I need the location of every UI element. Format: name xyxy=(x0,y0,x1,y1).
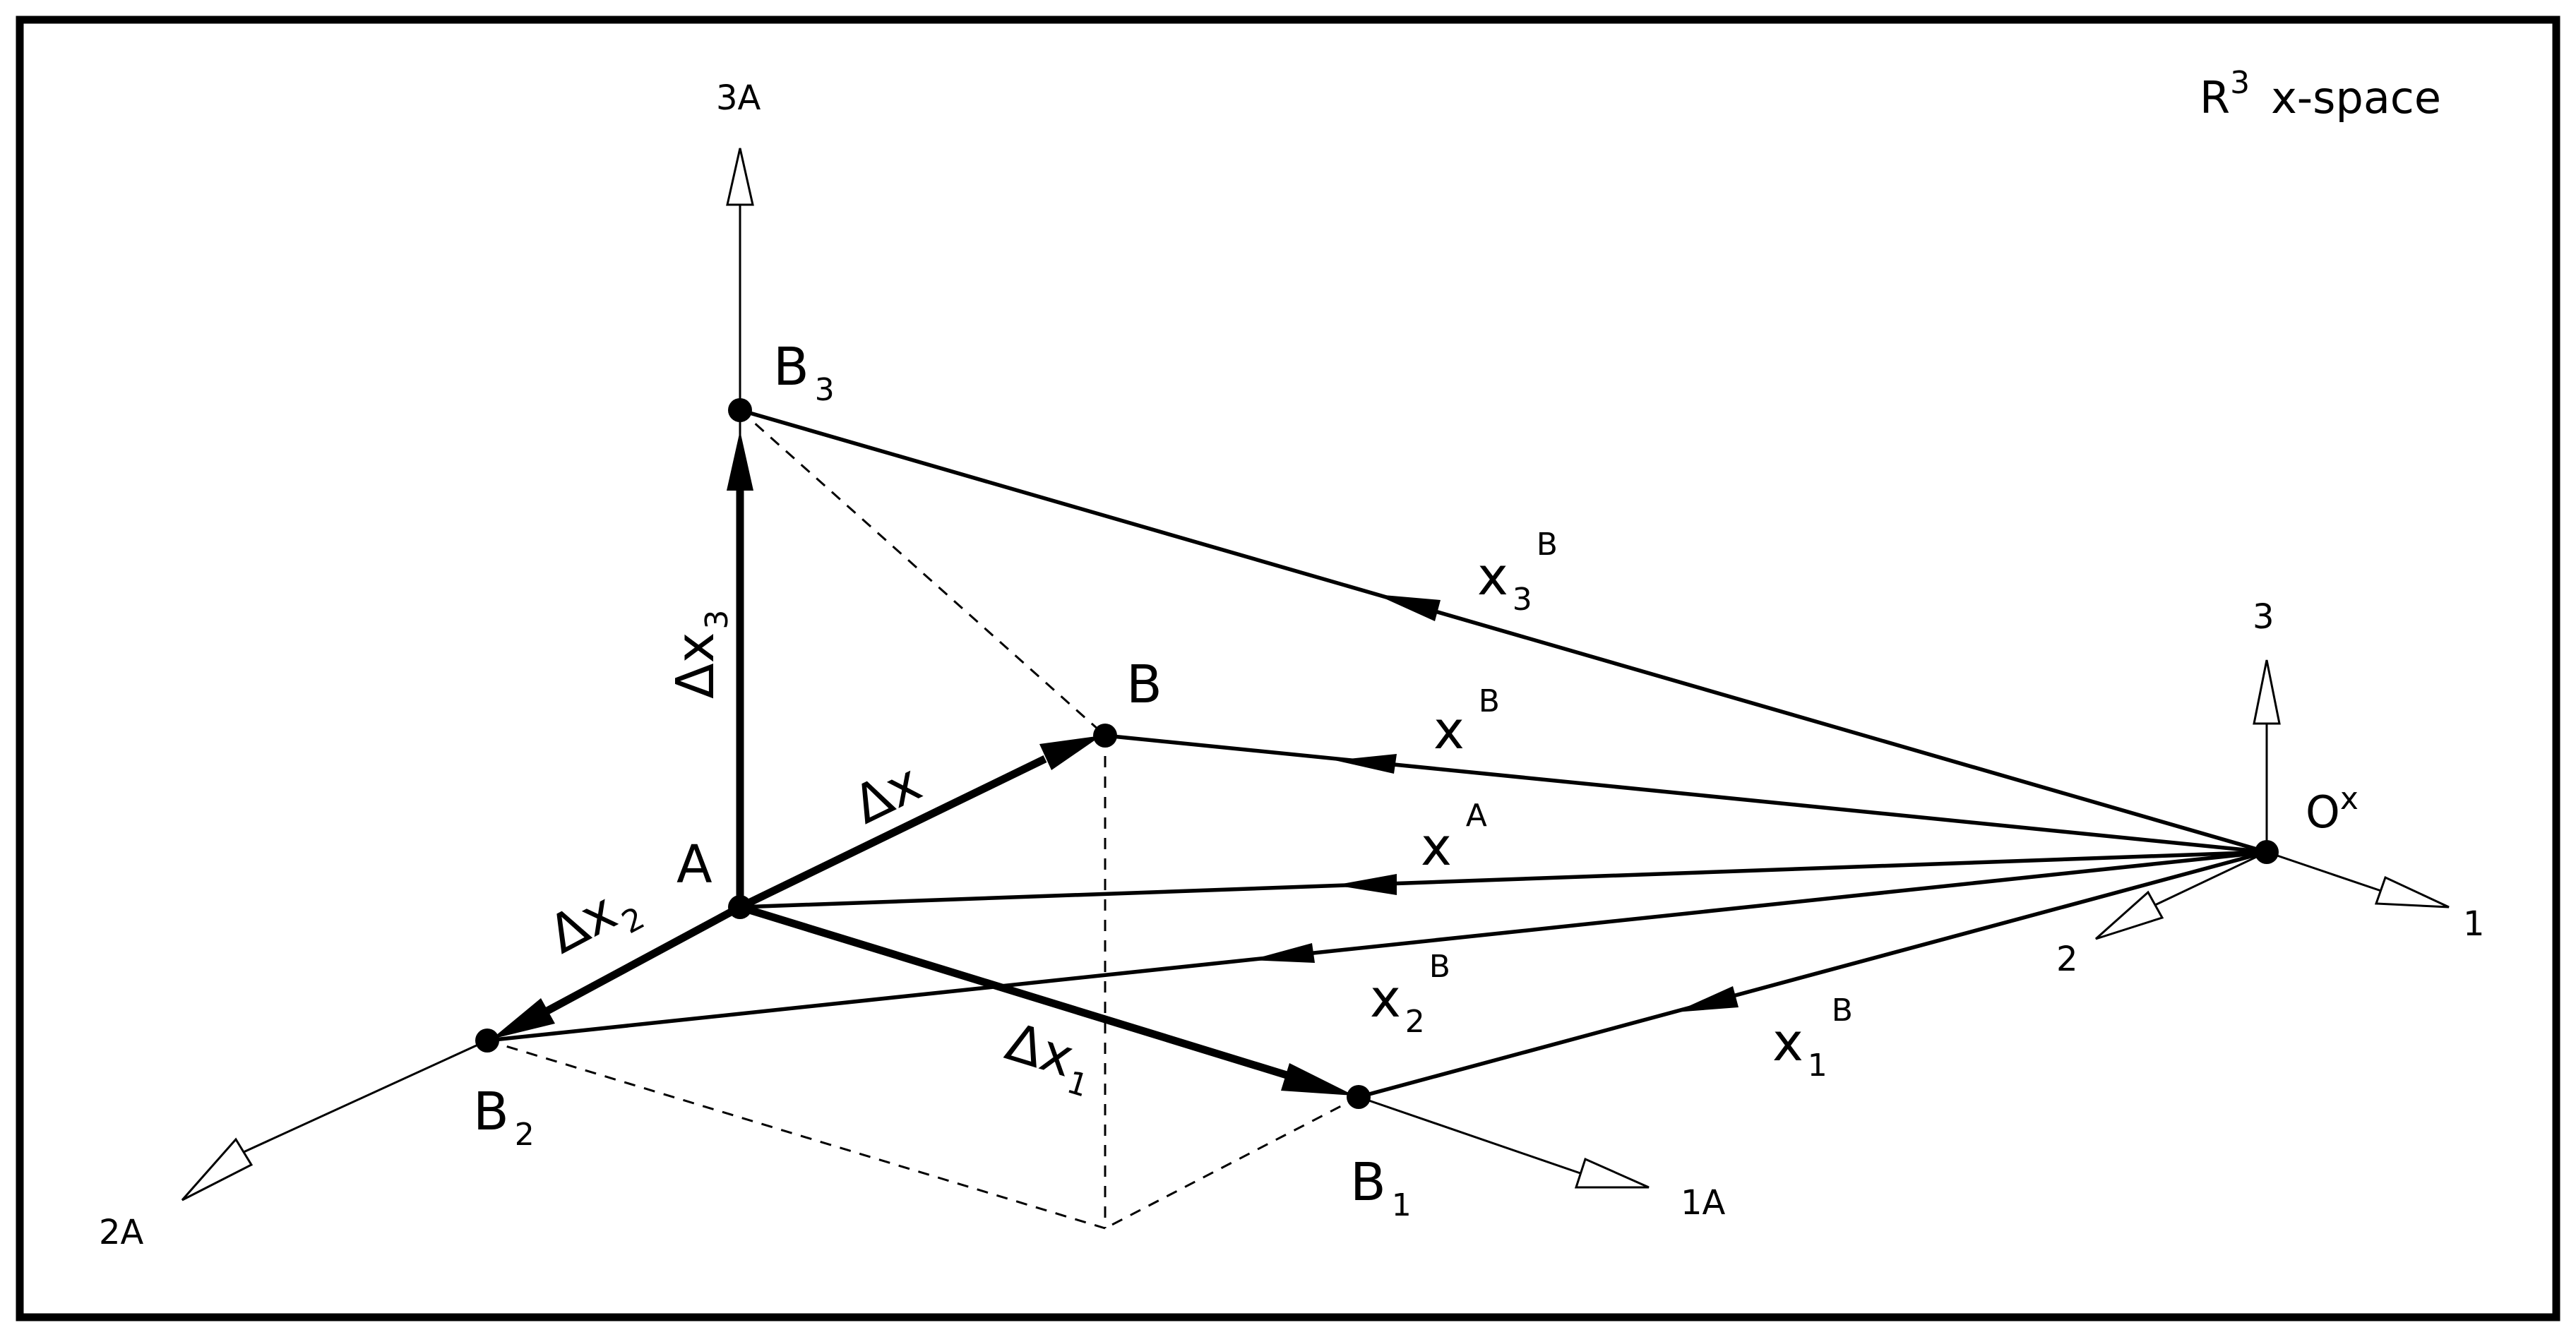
label-axis-2: 2 xyxy=(2056,940,2078,979)
axis-2-line xyxy=(2154,851,2267,906)
axis-3-arrowhead xyxy=(2253,659,2281,725)
vector-xb xyxy=(1104,733,2267,854)
label-axis-1a: 1A xyxy=(1681,1183,1726,1223)
point-origin xyxy=(2255,840,2279,864)
axes-at-a xyxy=(181,148,1650,1201)
vector-dx1 xyxy=(739,903,1295,1081)
axis-1-line xyxy=(2266,851,2382,892)
construction-lines xyxy=(487,409,1359,1230)
label-axis-3: 3 xyxy=(2253,597,2274,637)
dash-b1-foot xyxy=(1104,1096,1359,1230)
point-b2 xyxy=(475,1029,499,1053)
axis-3a-arrowhead xyxy=(726,148,754,206)
vector-dx2 xyxy=(545,904,742,1014)
vector-x1b xyxy=(1358,850,2267,1099)
axis-1a-line xyxy=(1358,1096,1581,1175)
axis-1a-arrowhead xyxy=(1574,1157,1650,1189)
point-b3 xyxy=(728,398,752,422)
vector-dx2-arrow xyxy=(491,998,555,1039)
label-axis-2a: 2A xyxy=(99,1213,144,1252)
label-xa: xA xyxy=(1421,798,1487,877)
axis-2-arrowhead xyxy=(2095,890,2164,940)
points xyxy=(475,398,2279,1109)
position-vectors xyxy=(487,408,2267,1099)
point-b xyxy=(1093,724,1117,748)
vector-x3b-arrow xyxy=(1376,594,1441,621)
point-a xyxy=(728,895,752,919)
axis-1-arrowhead xyxy=(2374,875,2450,909)
axis-2a-arrowhead xyxy=(181,1137,254,1201)
label-point-b: B xyxy=(1126,654,1162,715)
label-origin: Ox xyxy=(2306,781,2359,838)
vector-dx1-arrow xyxy=(1281,1063,1354,1096)
label-point-a: A xyxy=(676,834,712,895)
label-dx3: Δx3 xyxy=(665,610,735,699)
vector-dx-arrow xyxy=(1039,736,1102,770)
vector-xa-arrow xyxy=(1335,874,1397,895)
axes-at-origin xyxy=(2095,659,2450,940)
label-dx2: Δx2 xyxy=(539,870,650,974)
vector-xb-arrow xyxy=(1335,754,1397,774)
label-axis-1: 1 xyxy=(2463,904,2485,944)
vector-x3b xyxy=(739,408,2267,854)
vector-dx3-arrow xyxy=(727,431,753,491)
point-b1 xyxy=(1347,1085,1371,1109)
dash-b2-foot xyxy=(487,1039,1106,1230)
vector-dx xyxy=(738,755,1047,911)
vector-x2b xyxy=(487,850,2267,1043)
label-dx1: Δx1 xyxy=(996,1012,1102,1105)
vector-x2b-arrow xyxy=(1250,943,1315,963)
displacement-vectors xyxy=(491,431,1354,1096)
diagram-frame xyxy=(16,16,2560,1321)
vector-xa xyxy=(739,850,2267,909)
dash-b3-b xyxy=(739,409,1106,737)
vector-x1b-arrow xyxy=(1675,986,1739,1012)
axis-2a-line xyxy=(243,1039,488,1153)
label-axis-3a: 3A xyxy=(716,78,761,118)
